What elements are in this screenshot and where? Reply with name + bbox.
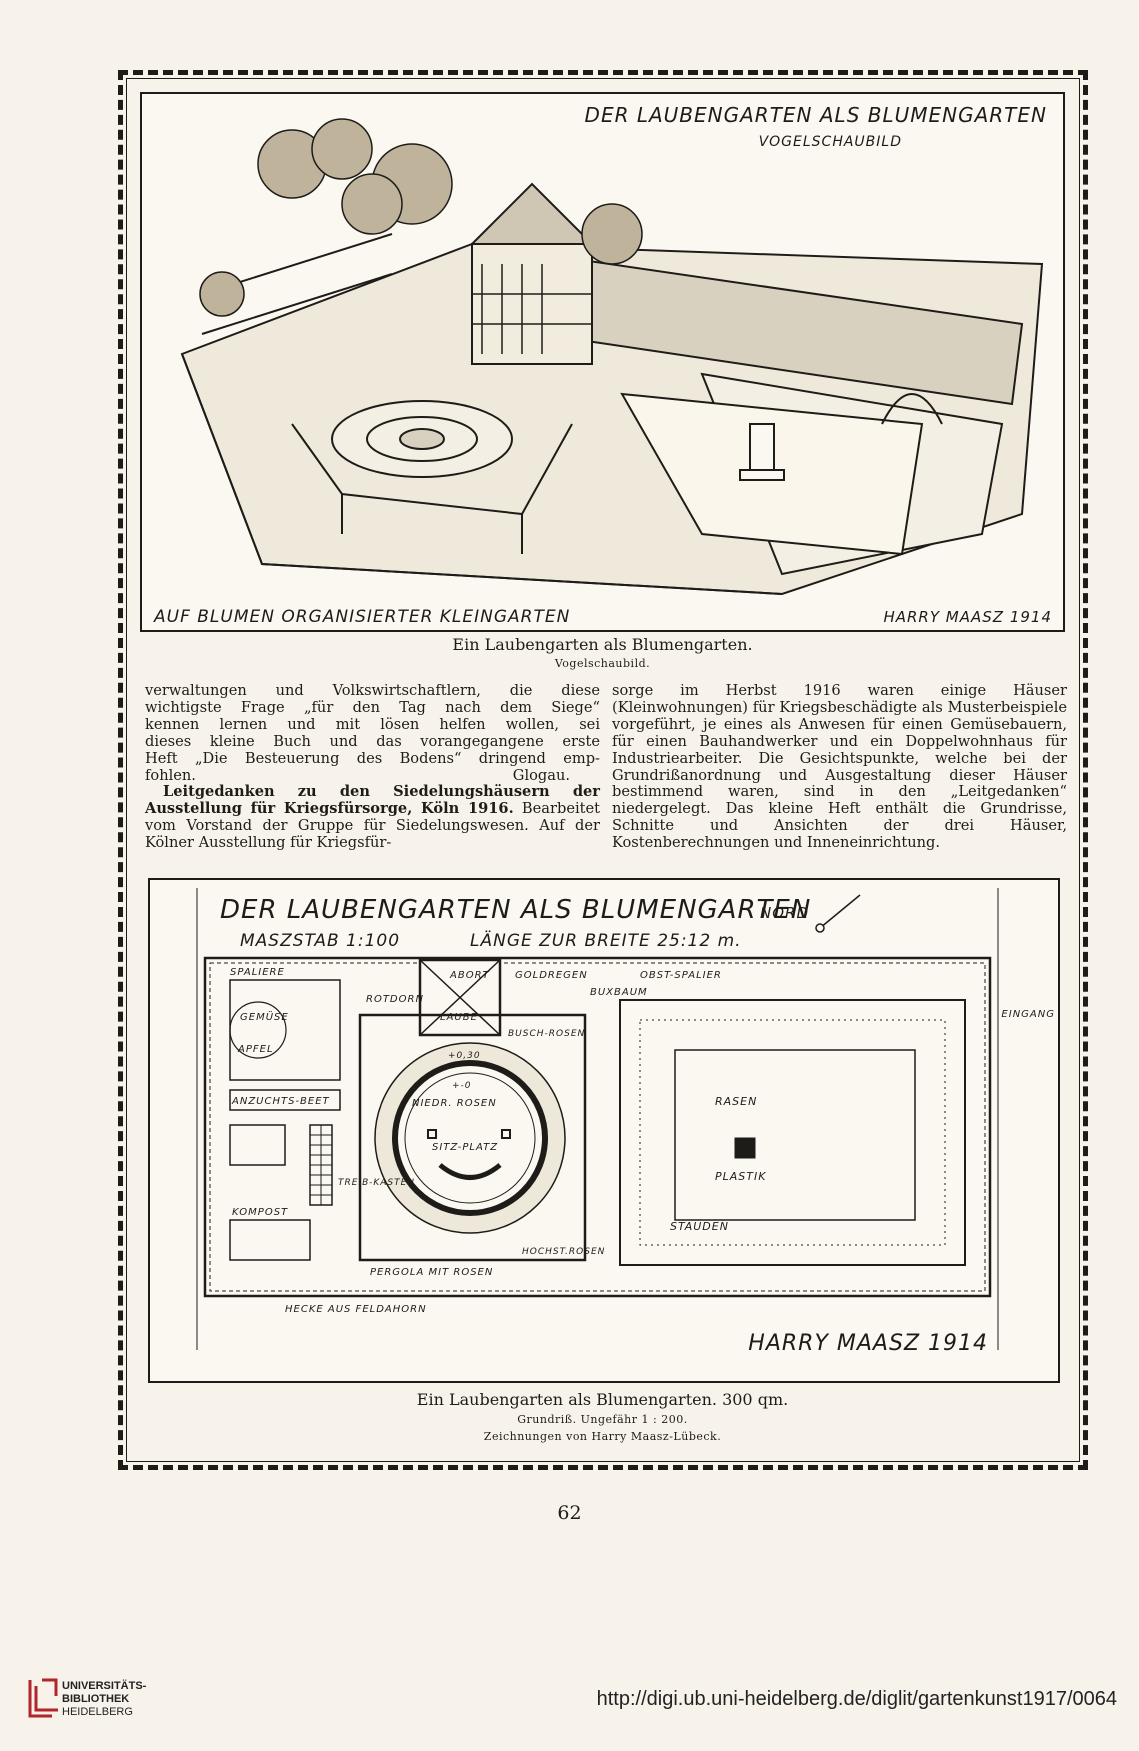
label-stauden: STAUDEN [670,1220,729,1233]
label-level-2: +-0 [452,1081,472,1091]
label-goldregen: GOLDREGEN [515,970,588,981]
section-heading: Leitgedanken zu den Siedelungshäusern de… [145,783,600,818]
text-line: verwaltungen und Volkswirtschaftlern, di… [145,682,600,699]
drawing-footer-left: AUF BLUMEN ORGANISIERTER KLEINGARTEN [153,607,570,627]
figure2-subcaption-scale: Grundriß. Ungefähr 1 : 200. [517,1413,688,1426]
figure1-caption: Ein Laubengarten als Blumengarten. [452,635,753,654]
figure2-caption: Ein Laubengarten als Blumengarten. 300 q… [416,1390,789,1409]
label-pergola: PERGOLA MIT ROSEN [370,1267,493,1278]
library-line-3: HEIDELBERG [62,1706,133,1718]
birds-eye-drawing: DER LAUBENGARTEN ALS BLUMENGARTEN VOGELS… [140,92,1065,632]
label-hochst-rosen: HOCHST.ROSEN [522,1247,605,1257]
label-busch-rosen: BUSCH-ROSEN [508,1029,585,1039]
author-place: Glogau. [512,766,570,784]
section-paragraph: Leitgedanken zu den Siedelungshäusern de… [145,784,600,852]
drawing-subtitle: VOGELSCHAUBILD [759,134,902,150]
label-buxbaum: BUXBAUM [590,987,648,998]
text-line-end: fohlen. [145,766,196,784]
section-text: Bearbeitet vom Vorstand der Gruppe für S… [145,800,600,852]
label-spaliere: SPALIERE [230,967,285,978]
text-line: dieses kleine Buch und das vorangegangen… [145,732,600,750]
label-apfel: APFEL [237,1044,274,1055]
source-url-link[interactable]: http://digi.ub.uni-heidelberg.de/diglit/… [596,1688,1117,1710]
label-laube: LAUBE [440,1012,478,1023]
label-treibkasten: TREIB-KASTEN [338,1178,415,1188]
plan-ratio: LÄNGE ZUR BREITE 25:12 m. [470,930,742,951]
page-border [118,70,1088,1470]
plan-scale: MASZSTAB 1:100 [240,931,400,951]
figure2-subcaption-credit: Zeichnungen von Harry Maasz-Lübeck. [483,1430,722,1443]
label-abort: ABORT [449,970,490,981]
text-column-right: sorge im Herbst 1916 waren einige Häuser… [612,682,1067,852]
library-line-1: UNIVERSITÄTS- [62,1680,147,1692]
label-hecke: HECKE AUS FELDAHORN [285,1304,427,1315]
drawing-signature: HARRY MAASZ 1914 [883,608,1052,626]
library-footer: UNIVERSITÄTS- BIBLIOTHEK HEIDELBERG http… [0,1660,1139,1751]
text-line: Heft „Die Besteuerung des Bodens“ dringe… [145,749,600,767]
label-niedr-rosen: NIEDR. ROSEN [412,1098,497,1109]
figure1-subcaption: Vogelschaubild. [554,657,651,670]
label-anzuchtsbeet: ANZUCHTS-BEET [231,1096,330,1107]
ground-plan-drawing: DER LAUBENGARTEN ALS BLUMENGARTEN NORD M… [148,878,1060,1383]
label-kompost: KOMPOST [232,1207,288,1218]
drawing-title: DER LAUBENGARTEN ALS BLUMENGARTEN [585,103,1047,127]
page-inner-border [126,78,1080,1462]
label-rotdorn: ROTDORN [366,994,424,1005]
plan-signature: HARRY MAASZ 1914 [748,1331,988,1356]
plan-title: DER LAUBENGARTEN ALS BLUMENGARTEN [220,895,811,925]
label-eingang: EINGANG [1001,1009,1055,1020]
library-logo-icon [28,1678,58,1718]
page-number: 62 [557,1502,582,1524]
label-rasen: RASEN [715,1095,757,1108]
label-level-1: +0,30 [448,1051,481,1061]
right-column-text: sorge im Herbst 1916 waren einige Häuser… [612,682,1067,852]
text-column-left: verwaltungen und Volkswirtschaftlern, di… [145,682,600,852]
label-gemuse: GEMÜSE [240,1010,289,1023]
library-line-2: BIBLIOTHEK [62,1693,130,1705]
text-line: wichtigste Frage „für den Tag nach dem S… [145,698,600,716]
plan-north: NORD [760,904,809,922]
library-name: UNIVERSITÄTS- BIBLIOTHEK HEIDELBERG [62,1680,146,1719]
label-obst-spalier: OBST-SPALIER [640,970,722,981]
label-sitzplatz: SITZ-PLATZ [432,1142,498,1153]
text-line: kennen lernen und mit lösen helfen wolle… [145,715,600,733]
text-line: fohlen. Glogau. [145,766,600,785]
label-plastik: PLASTIK [715,1170,766,1183]
